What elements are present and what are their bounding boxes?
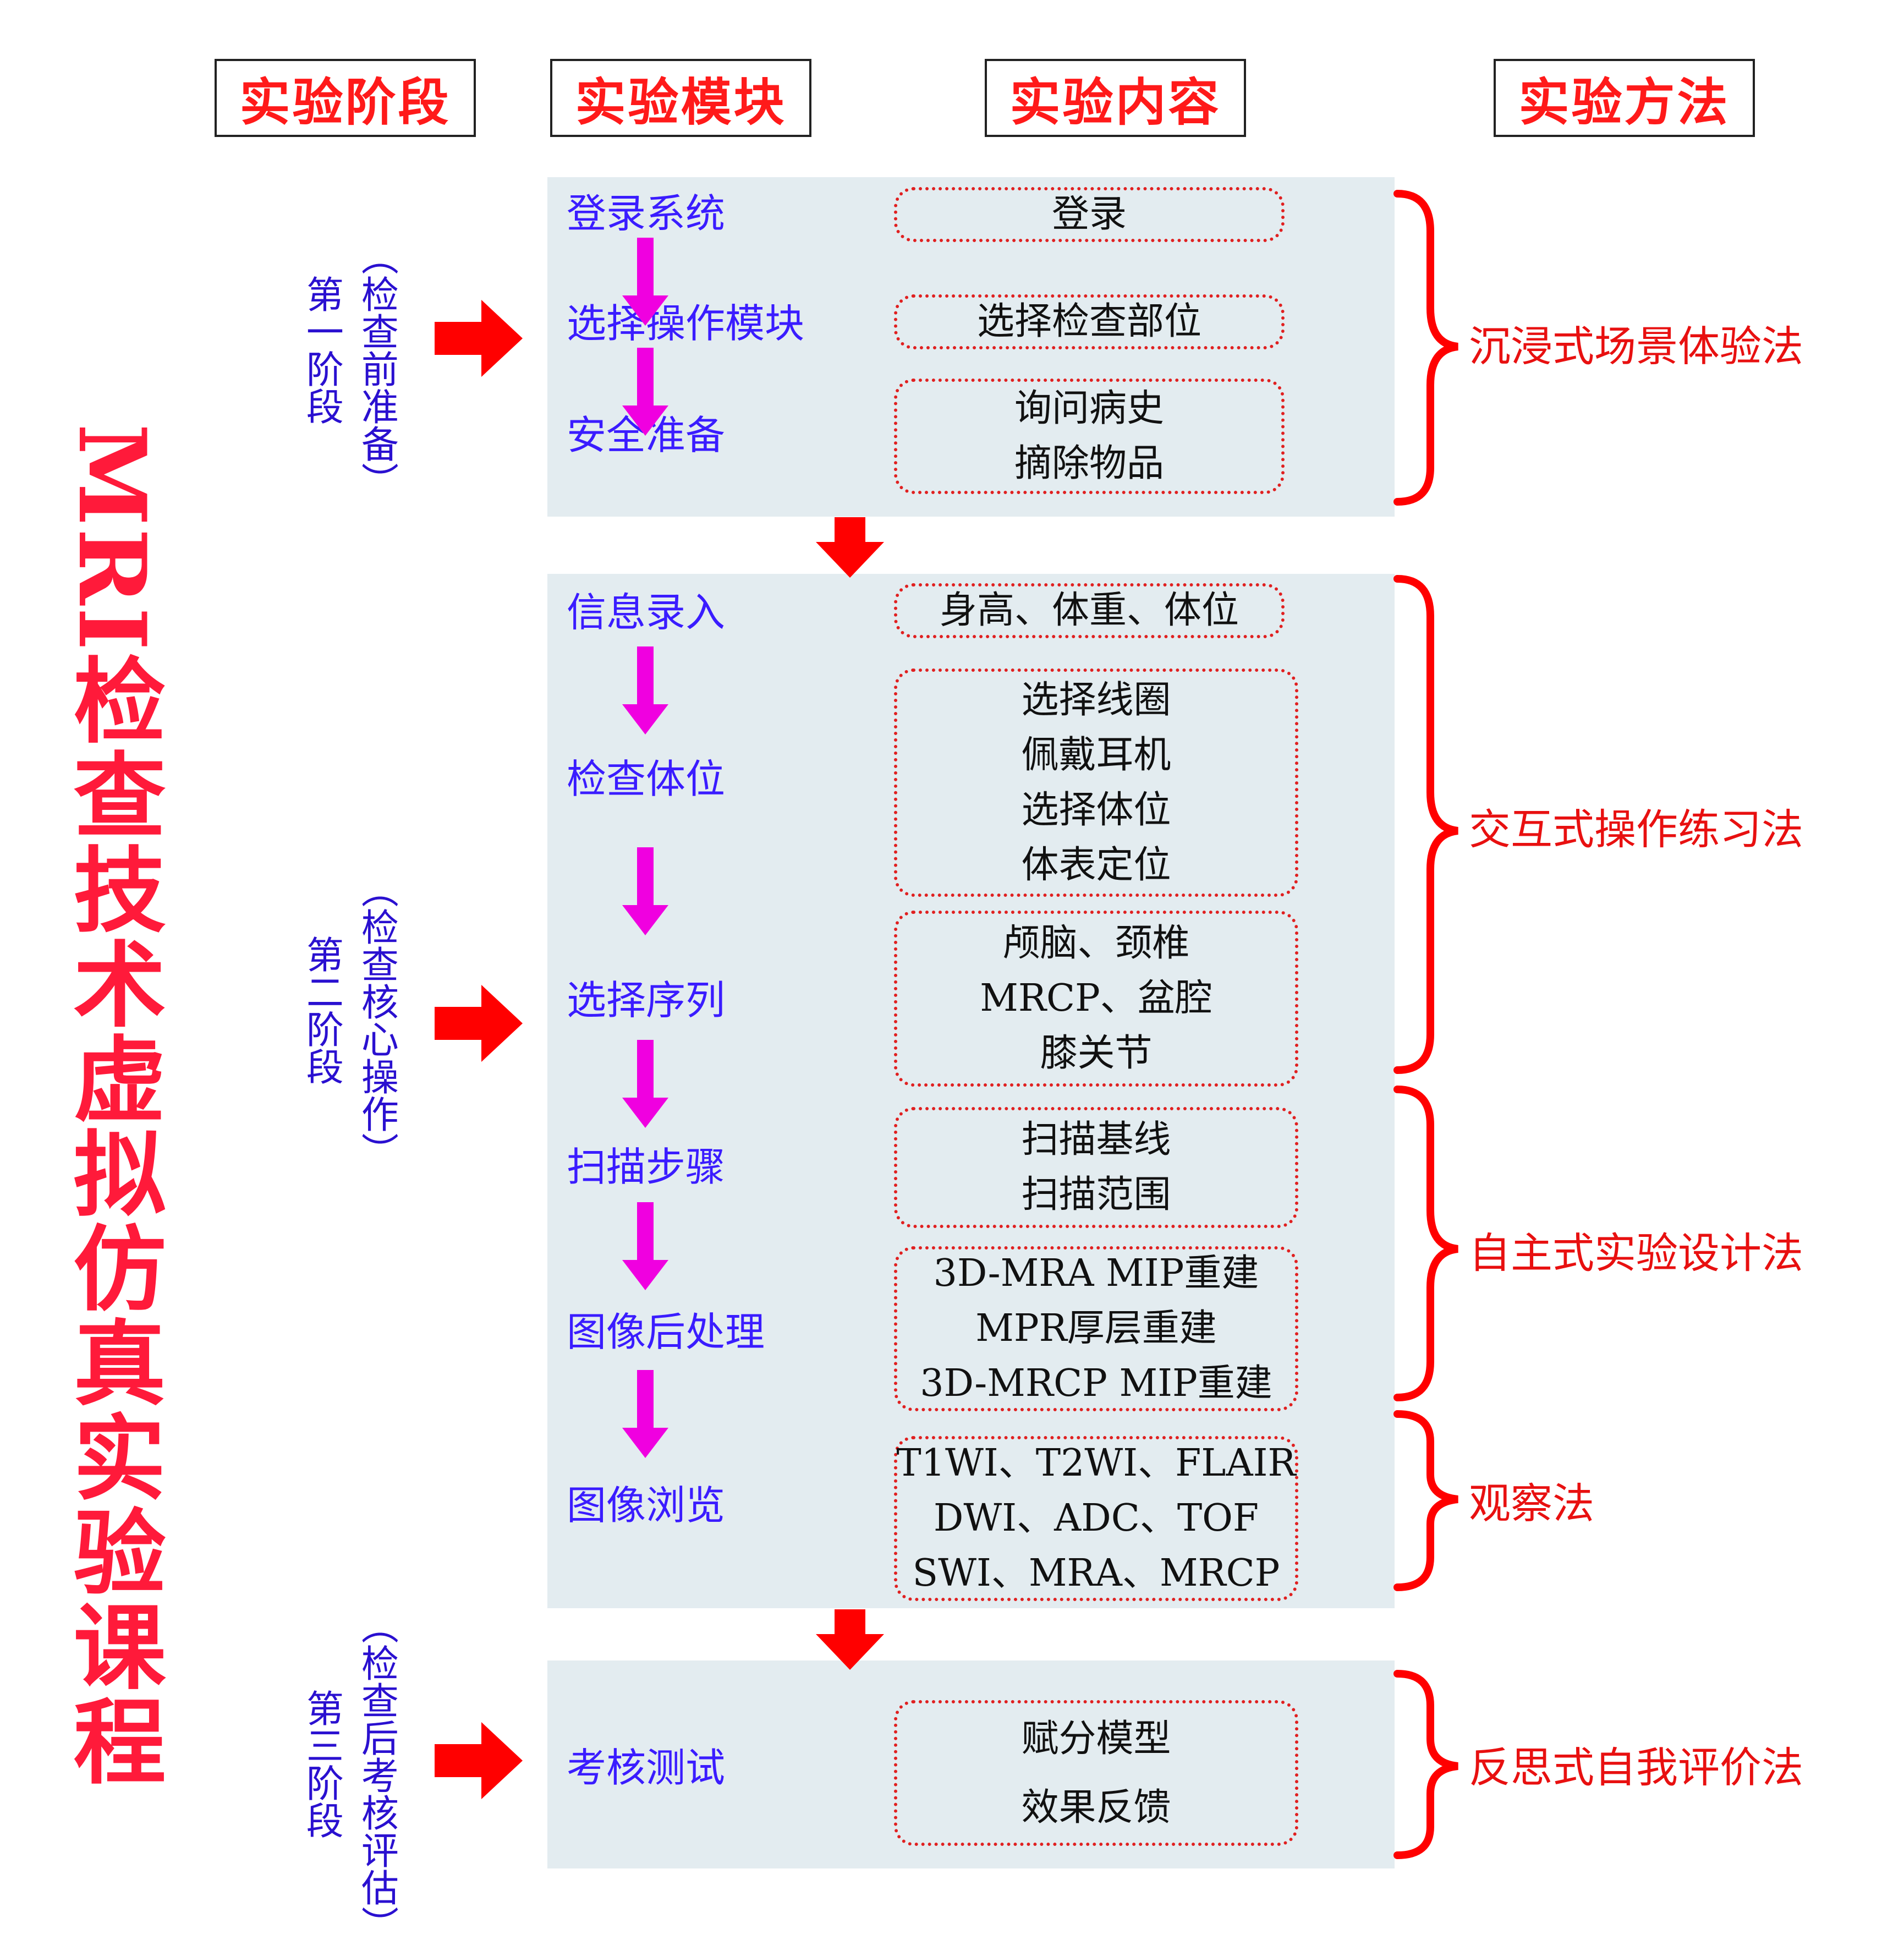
content-box-scan: 扫描基线 扫描范围 [894, 1107, 1298, 1228]
arrow-down-position-to-sequence [622, 847, 668, 935]
content-box-postproc: 3D-MRA MIP重建 MPR厚层重建 3D-MRCP MIP重建 [894, 1246, 1298, 1411]
arrow-right-stage-2 [435, 985, 523, 1062]
content-line: 扫描范围 [1021, 1173, 1171, 1216]
content-box-info: 身高、体重、体位 [894, 583, 1285, 638]
module-select-sequence: 选择序列 [567, 977, 726, 1023]
content-line: MPR厚层重建 [975, 1307, 1217, 1350]
content-line: 3D-MRCP MIP重建 [920, 1362, 1272, 1405]
header-stage: 实验阶段 [215, 59, 476, 137]
content-line: T1WI、T2WI、FLAIR [896, 1442, 1296, 1485]
method-observation: 观察法 [1469, 1479, 1594, 1528]
header-method: 实验方法 [1494, 59, 1755, 137]
module-scan-steps: 扫描步骤 [567, 1144, 726, 1190]
stage-2-sub: （检查核心操作） [354, 870, 398, 1170]
brace-observation [1393, 1410, 1458, 1591]
header-module: 实验模块 [550, 59, 811, 137]
arrow-down-stage-2-to-3 [816, 1609, 884, 1670]
header-content: 实验内容 [985, 59, 1246, 137]
content-line: 询问病史 [1014, 387, 1164, 430]
brace-autonomous [1393, 1086, 1459, 1401]
content-box-login: 登录 [894, 187, 1285, 242]
arrow-right-stage-3 [435, 1722, 523, 1799]
content-line: 3D-MRA MIP重建 [933, 1252, 1259, 1295]
arrow-down-sequence-to-scan [622, 1040, 668, 1128]
course-title: MRI检查技术虚拟仿真实验课程 [58, 424, 167, 1789]
content-line: 登录 [1051, 193, 1127, 236]
content-line: 效果反馈 [1021, 1785, 1171, 1829]
brace-immersive [1393, 190, 1459, 506]
method-interactive: 交互式操作练习法 [1469, 805, 1803, 854]
method-reflective: 反思式自我评价法 [1469, 1743, 1803, 1792]
module-post-processing: 图像后处理 [567, 1309, 765, 1355]
content-box-select-site: 选择检查部位 [894, 294, 1285, 349]
content-line: 体表定位 [1021, 843, 1171, 887]
method-immersive: 沉浸式场景体验法 [1469, 322, 1803, 371]
module-login: 登录系统 [567, 190, 726, 237]
module-exam-position: 检查体位 [567, 756, 726, 802]
content-line: SWI、MRA、MRCP [912, 1552, 1280, 1595]
content-line: 扫描基线 [1021, 1118, 1171, 1161]
content-line: 身高、体重、体位 [939, 589, 1239, 632]
stage-3-label: 第三阶段 [299, 1689, 343, 1839]
panel-stage-3 [547, 1660, 1395, 1868]
stage-3-sub: （检查后考核评估） [354, 1607, 398, 1943]
brace-interactive [1393, 575, 1459, 1074]
module-info-entry: 信息录入 [567, 589, 726, 635]
module-select-operation: 选择操作模块 [567, 300, 805, 347]
content-box-sequence: 颅脑、颈椎 MRCP、盆腔 膝关节 [894, 911, 1298, 1087]
content-box-safety: 询问病史 摘除物品 [894, 379, 1285, 494]
arrow-down-login-to-select [622, 238, 668, 326]
arrow-down-stage-1-to-2 [816, 517, 884, 578]
content-line: 赋分模型 [1021, 1717, 1171, 1761]
content-line: 膝关节 [1040, 1032, 1153, 1075]
arrow-down-select-to-safety [622, 348, 668, 436]
content-line: 摘除物品 [1014, 442, 1164, 485]
content-box-position: 选择线圈 佩戴耳机 选择体位 体表定位 [894, 668, 1298, 897]
content-line: 选择线圈 [1021, 678, 1171, 722]
stage-2-label: 第二阶段 [299, 935, 343, 1085]
content-line: 选择检查部位 [976, 300, 1201, 343]
content-line: 颅脑、颈椎 [1002, 922, 1190, 965]
stage-1-sub: （检查前准备） [354, 238, 398, 500]
arrow-down-postproc-to-browse [622, 1370, 668, 1458]
content-box-browse: T1WI、T2WI、FLAIR DWI、ADC、TOF SWI、MRA、MRCP [894, 1436, 1298, 1601]
stage-1-label: 第一阶段 [299, 275, 343, 425]
arrow-right-stage-1 [435, 300, 523, 377]
arrow-down-scan-to-postproc [622, 1202, 668, 1290]
brace-reflective [1393, 1670, 1458, 1859]
method-autonomous: 自主式实验设计法 [1469, 1229, 1803, 1278]
content-line: 选择体位 [1021, 788, 1171, 832]
module-assessment: 考核测试 [567, 1745, 726, 1791]
content-line: 佩戴耳机 [1021, 733, 1171, 777]
content-line: DWI、ADC、TOF [933, 1497, 1259, 1540]
panel-stage-2 [547, 574, 1395, 1608]
module-image-browse: 图像浏览 [567, 1482, 726, 1528]
content-box-assessment: 赋分模型 效果反馈 [894, 1700, 1298, 1846]
content-line: MRCP、盆腔 [980, 977, 1212, 1020]
arrow-down-info-to-position [622, 646, 668, 735]
